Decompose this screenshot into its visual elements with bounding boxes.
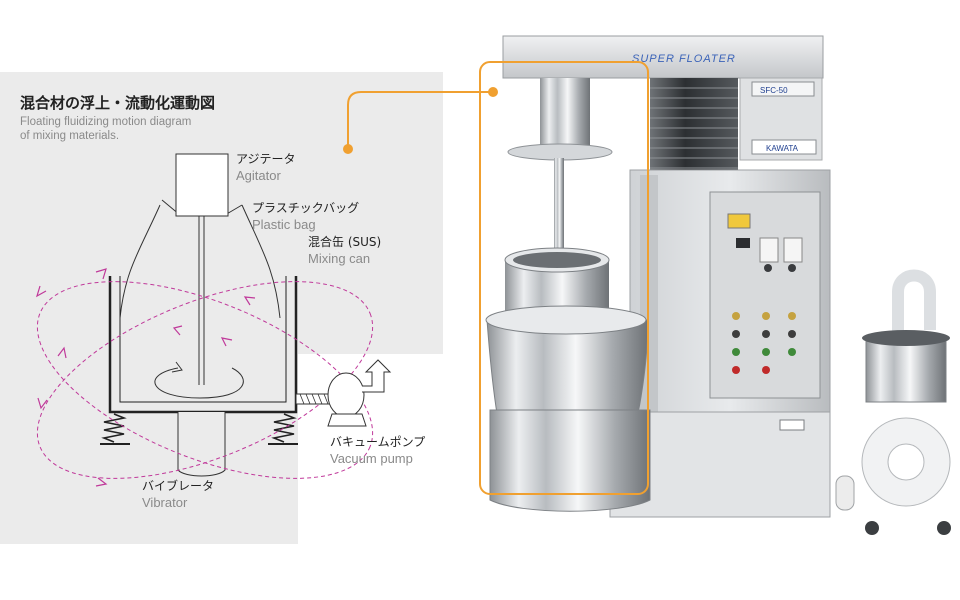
control-display — [736, 238, 750, 248]
connector-dot-right — [488, 87, 498, 97]
diagram-panel-background-lower — [0, 354, 298, 544]
bellows-ribs — [650, 87, 738, 169]
label-plastic-bag-en: Plastic bag — [252, 217, 316, 232]
flow-arrow-6 — [220, 337, 233, 347]
machine-brand-plate: SUPER FLOATER — [632, 53, 736, 65]
spring-left — [101, 413, 127, 443]
swirl-arrowhead — [171, 361, 183, 373]
vacuum-unit-outlet — [835, 475, 855, 511]
highlight-frame — [479, 61, 649, 495]
label-vibrator-en: Vibrator — [142, 495, 188, 510]
flow-arrow-2 — [36, 285, 47, 298]
vacuum-unit-lid — [862, 330, 950, 346]
control-dials — [764, 264, 796, 272]
diagram-subtitle-line2: of mixing materials. — [20, 130, 119, 142]
agitator-lid — [507, 143, 613, 161]
warning-label — [727, 213, 751, 229]
machine-head — [502, 35, 824, 79]
label-agitator-en: Agitator — [236, 168, 281, 183]
machine-maker-label: KAWATA — [766, 144, 799, 153]
label-vibrator-jp: バイブレータ — [142, 478, 214, 493]
vacuum-unit-wheels — [865, 521, 951, 535]
machine-maker-plate — [751, 139, 817, 155]
outer-vessel-rim — [485, 305, 647, 335]
gauge-right — [783, 237, 803, 263]
flow-arrow-4 — [37, 397, 48, 410]
label-agitator-jp: アジテータ — [236, 152, 296, 166]
diagram-title: 混合材の浮上・流動化運動図 — [20, 94, 215, 112]
machine-illustration: SUPER FLOATER SFC-50 KAWATA — [479, 35, 951, 535]
swirl-arrow — [154, 367, 244, 399]
vacuum-unit-pipe — [892, 269, 936, 340]
label-mixing-can-jp: 混合缶 (SUS) — [308, 234, 381, 249]
vacuum-pump-body — [327, 372, 365, 418]
vacuum-unit-pump-hub — [887, 443, 925, 481]
machine-base-label — [779, 419, 805, 431]
plastic-bag-outline — [119, 204, 281, 319]
vacuum-pump-base — [327, 413, 367, 427]
mixing-can-inner-dark — [513, 252, 601, 268]
label-vacuum-pump-en: Vacuum pump — [330, 451, 413, 466]
agitator-motor — [175, 153, 229, 217]
connector-dot-left — [343, 144, 353, 154]
control-buttons — [732, 312, 796, 374]
flow-arrow-3 — [57, 346, 67, 359]
vacuum-unit-tank — [865, 337, 947, 403]
diagram-subtitle-line1: Floating fluidizing motion diagram — [20, 116, 191, 128]
label-mixing-can-en: Mixing can — [308, 251, 370, 266]
flow-arrow-1 — [95, 268, 107, 280]
mixing-can-inner — [119, 276, 287, 403]
flow-path-ellipse-1 — [36, 281, 374, 479]
flow-arrow-5 — [95, 477, 108, 487]
label-vacuum-pump-jp: バキュームポンプ — [330, 435, 425, 449]
highlight-connector-line — [347, 91, 493, 149]
machine-model-plate — [751, 81, 815, 97]
vacuum-pump-exhaust — [362, 359, 392, 393]
spring-right — [271, 413, 297, 443]
flow-path-ellipse-2 — [36, 281, 374, 479]
vessel-base — [489, 409, 651, 512]
gauge-left — [759, 237, 779, 263]
label-plastic-bag-jp: プラスチックバッグ — [252, 201, 359, 215]
agitator-rod — [554, 158, 564, 258]
machine-model-label: SFC-50 — [760, 86, 788, 95]
agitator-column — [540, 78, 590, 148]
flow-arrow-8 — [243, 296, 256, 306]
vacuum-hose-pattern — [299, 393, 329, 405]
flow-arrow-7 — [172, 325, 183, 336]
